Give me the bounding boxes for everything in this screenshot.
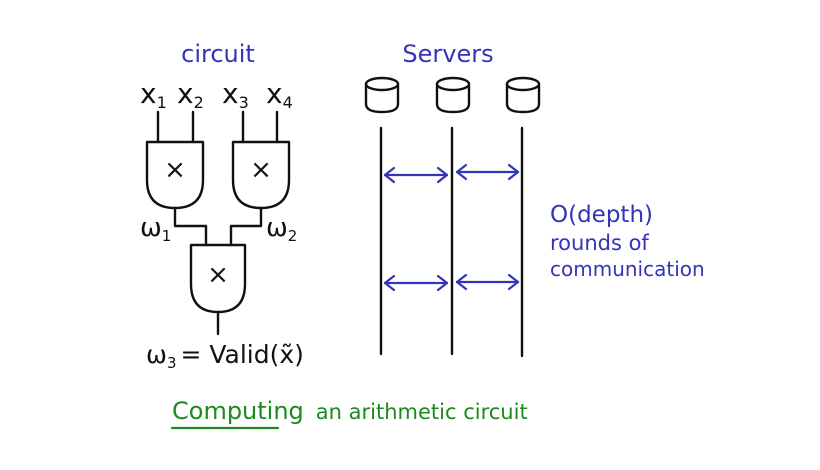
database-icon: [505, 76, 541, 114]
circuit-heading: circuit: [181, 40, 255, 68]
gate-3-symbol: ×: [207, 260, 229, 290]
server-timelines: [379, 126, 524, 358]
server-1: [364, 76, 400, 114]
gate-2-symbol: ×: [250, 155, 272, 185]
input-label-x4: x4: [266, 77, 293, 112]
rounds-note-line-2: rounds of: [550, 231, 649, 255]
server-3: [505, 76, 541, 114]
database-icon: [435, 76, 471, 114]
input-wires: [156, 110, 279, 144]
rounds-note-line-3: communication: [550, 257, 705, 281]
database-icon: [364, 76, 400, 114]
servers-heading: Servers: [402, 40, 493, 68]
caption-text: Computing an arithmetic circuit: [172, 397, 528, 425]
internal-wires: [173, 206, 263, 247]
double-arrow-icon: [455, 273, 520, 291]
multiply-gate-1: ×: [145, 140, 205, 210]
wire-label-w2: ω2: [266, 213, 297, 245]
gate-1-symbol: ×: [164, 155, 186, 185]
caption-rest: an arithmetic circuit: [316, 400, 528, 424]
output-label: ω3= Valid(x̃): [146, 340, 304, 372]
input-label-x2: x2: [177, 77, 204, 112]
caption-highlight: Computing: [172, 397, 304, 425]
multiply-gate-2: ×: [231, 140, 291, 210]
input-label-x3: x3: [222, 77, 249, 112]
caption: Computing an arithmetic circuit: [170, 397, 528, 430]
wire-label-w1: ω1: [140, 213, 171, 245]
communication-arrows: [383, 163, 520, 292]
wire-w1: [173, 206, 208, 247]
double-arrow-icon: [455, 163, 520, 181]
multiply-gate-3: ×: [189, 243, 247, 314]
rounds-note: O(depth) rounds of communication: [550, 202, 705, 281]
input-label-x1: x1: [140, 77, 167, 112]
double-arrow-icon: [383, 274, 449, 292]
server-2: [435, 76, 471, 114]
rounds-note-line-1: O(depth): [550, 202, 653, 228]
double-arrow-icon: [383, 166, 449, 184]
wire-w2: [229, 206, 263, 247]
